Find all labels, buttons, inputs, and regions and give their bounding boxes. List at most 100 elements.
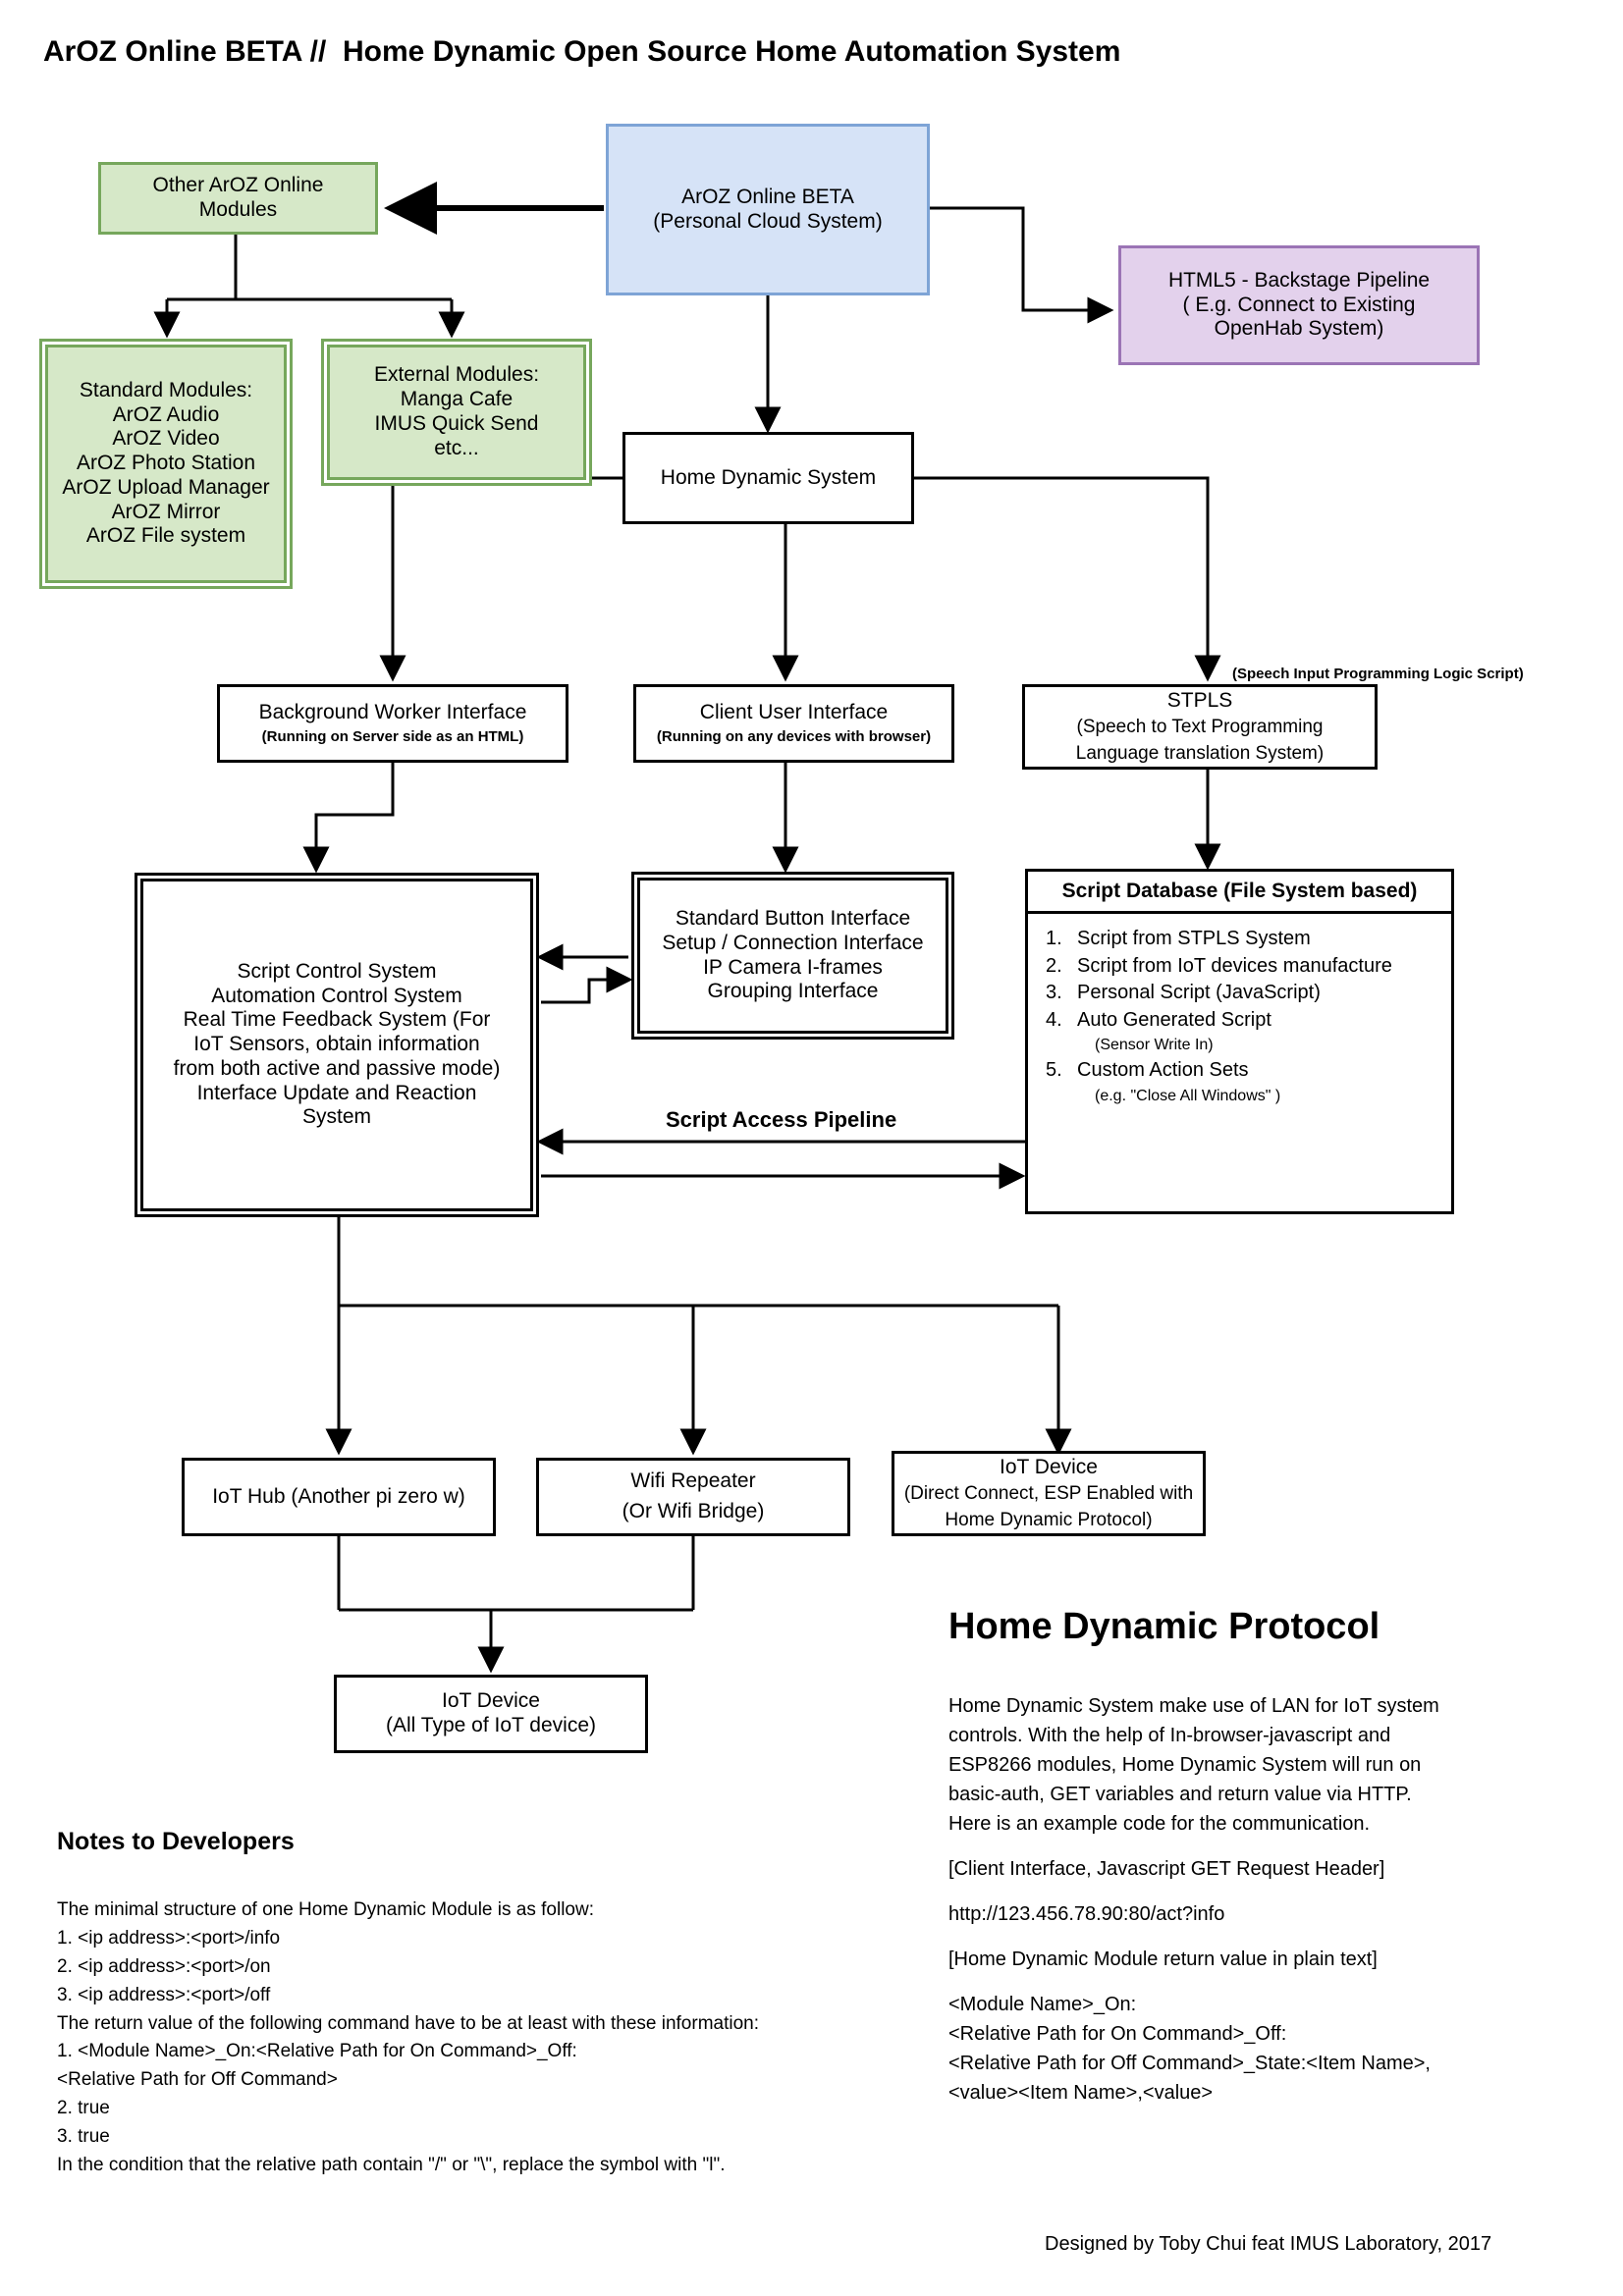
list-item-note: (Sensor Write In) [1095,1037,1214,1054]
notes-line-2: 1. <ip address>:<port>/info [57,1927,281,1949]
node-label: ArOZ Online BETA [681,185,854,208]
protocol-p1-line-3: ESP8266 modules, Home Dynamic System wil… [948,1754,1422,1776]
node-sublabel: ( E.g. Connect to Existing [1182,293,1416,316]
node-line-4: IoT Sensors, obtain information [193,1033,480,1056]
node-label: IoT Hub (Another pi zero w) [212,1484,465,1508]
stpls-annotation-label: (Speech Input Programming Logic Script) [1232,666,1524,682]
node-other-aroz-modules[interactable]: Other ArOZ Online Modules [98,162,378,235]
node-item-2: IMUS Quick Send [374,412,539,435]
list-item: 3. Personal Script (JavaScript) [1028,980,1451,1007]
protocol-return-line-4: <value><Item Name>,<value> [948,2082,1214,2104]
node-label: Background Worker Interface [258,701,527,724]
node-iot-device-direct-connect[interactable]: IoT Device (Direct Connect, ESP Enabled … [892,1451,1206,1536]
node-item-6: ArOZ File system [85,524,246,548]
node-home-dynamic-system[interactable]: Home Dynamic System [622,432,914,524]
notes-line-1: The minimal structure of one Home Dynami… [57,1899,594,1920]
protocol-return-line-3: <Relative Path for Off Command>_State:<I… [948,2053,1431,2074]
list-item-note-row: (e.g. "Close All Windows" ) [1028,1085,1451,1108]
node-wifi-repeater[interactable]: Wifi Repeater (Or Wifi Bridge) [536,1458,850,1536]
notes-line-7: <Relative Path for Off Command> [57,2069,338,2091]
list-item-number: 4. [1046,1008,1062,1031]
node-label: Client User Interface [699,701,889,724]
page-title: ArOZ Online BETA // Home Dynamic Open So… [43,35,1121,68]
node-script-control-system[interactable]: Script Control System Automation Control… [135,873,539,1217]
node-sublabel: (Direct Connect, ESP Enabled with [903,1483,1194,1505]
notes-line-6: 1. <Module Name>_On:<Relative Path for O… [57,2041,577,2062]
notes-body: The minimal structure of one Home Dynami… [57,1896,759,2180]
list-item-number: 5. [1046,1059,1062,1082]
node-item-3: ArOZ Photo Station [76,452,256,475]
node-label: Wifi Repeater [630,1469,756,1493]
node-iot-hub[interactable]: IoT Hub (Another pi zero w) [182,1458,496,1536]
list-item: 4. Auto Generated Script [1028,1007,1451,1035]
notes-line-5: The return value of the following comman… [57,2012,760,2034]
notes-line-4: 3. <ip address>:<port>/off [57,1984,271,2005]
list-item-text: Script from STPLS System [1077,928,1311,949]
list-item-text: Script from IoT devices manufacture [1077,954,1392,977]
node-label: Home Dynamic System [660,465,877,489]
node-html5-backstage-pipeline[interactable]: HTML5 - Backstage Pipeline ( E.g. Connec… [1118,245,1480,365]
notes-line-8: 2. true [57,2098,110,2119]
node-line-2: Automation Control System [211,984,462,1007]
node-item-2: ArOZ Video [112,427,220,451]
node-standard-modules[interactable]: Standard Modules: ArOZ Audio ArOZ Video … [39,339,293,589]
node-sublabel: (Personal Cloud System) [653,209,883,233]
spacer [948,1974,1577,1990]
list-item-note: (e.g. "Close All Windows" ) [1095,1087,1281,1104]
node-item-4: ArOZ Upload Manager [62,475,270,499]
list-item: 1. Script from STPLS System [1028,926,1451,953]
node-label: IoT Device [1000,1455,1098,1478]
protocol-return-line-2: <Relative Path for On Command>_Off: [948,2023,1287,2045]
node-aroz-online-beta[interactable]: ArOZ Online BETA (Personal Cloud System) [606,124,930,295]
notes-line-3: 2. <ip address>:<port>/on [57,1955,271,1977]
protocol-return-line-1: <Module Name>_On: [948,1994,1137,2015]
node-line-7: System [301,1105,371,1129]
script-database-title: Script Database (File System based) [1028,872,1451,914]
node-item-1: Manga Cafe [400,388,514,411]
node-sublabel: Modules [198,198,278,221]
node-standard-button-interface[interactable]: Standard Button Interface Setup / Connec… [631,872,954,1040]
node-sublabel-2: Language translation System) [1075,742,1325,764]
protocol-heading: Home Dynamic Protocol [948,1606,1380,1647]
node-line-5: from both active and passive mode) [173,1056,501,1080]
node-sublabel-2: Home Dynamic Protocol) [945,1509,1153,1530]
node-client-user-interface[interactable]: Client User Interface (Running on any de… [633,684,954,763]
spacer [948,1839,1577,1854]
node-external-modules[interactable]: External Modules: Manga Cafe IMUS Quick … [321,339,592,486]
node-line-2: Setup / Connection Interface [662,931,924,954]
node-line-3: Real Time Feedback System (For [183,1008,491,1032]
node-sublabel: (All Type of IoT device) [386,1714,596,1736]
notes-heading: Notes to Developers [57,1828,295,1855]
node-line-6: Interface Update and Reaction [196,1081,477,1104]
spacer [948,1929,1577,1945]
node-label: STPLS [1166,688,1233,712]
script-access-pipeline-label: Script Access Pipeline [666,1107,897,1132]
list-item-number: 1. [1046,928,1062,949]
node-label: Script Control System [237,959,437,983]
node-item-3: etc... [434,436,479,459]
list-item-note-row: (Sensor Write In) [1028,1034,1451,1057]
spacer [948,1884,1577,1899]
node-sublabel-2: OpenHab System) [1214,317,1384,341]
node-label: HTML5 - Backstage Pipeline [1167,268,1431,292]
protocol-p1-line-1: Home Dynamic System make use of LAN for … [948,1695,1439,1717]
protocol-p1-line-2: controls. With the help of In-browser-ja… [948,1725,1391,1746]
list-item-number: 3. [1046,982,1062,1004]
node-sublabel: (Running on Server side as an HTML) [261,728,524,746]
node-label: Standard Button Interface [675,906,911,930]
list-item-text: Custom Action Sets [1077,1059,1249,1082]
node-script-database[interactable]: Script Database (File System based) 1. S… [1025,869,1454,1214]
protocol-return-value-label: [Home Dynamic Module return value in pla… [948,1949,1378,1970]
node-sublabel: (Running on any devices with browser) [656,728,932,746]
node-background-worker-interface[interactable]: Background Worker Interface (Running on … [217,684,568,763]
script-database-list: 1. Script from STPLS System 2. Script fr… [1028,914,1451,1108]
list-item-text: Personal Script (JavaScript) [1077,982,1321,1004]
node-stpls[interactable]: STPLS (Speech to Text Programming Langua… [1022,684,1378,770]
list-item-number: 2. [1046,954,1062,977]
notes-line-10: In the condition that the relative path … [57,2154,726,2175]
node-line-4: Grouping Interface [707,980,879,1003]
node-iot-device-all-types[interactable]: IoT Device (All Type of IoT device) [334,1675,648,1753]
protocol-example-url: http://123.456.78.90:80/act?info [948,1903,1225,1925]
node-label: Other ArOZ Online [152,174,324,197]
